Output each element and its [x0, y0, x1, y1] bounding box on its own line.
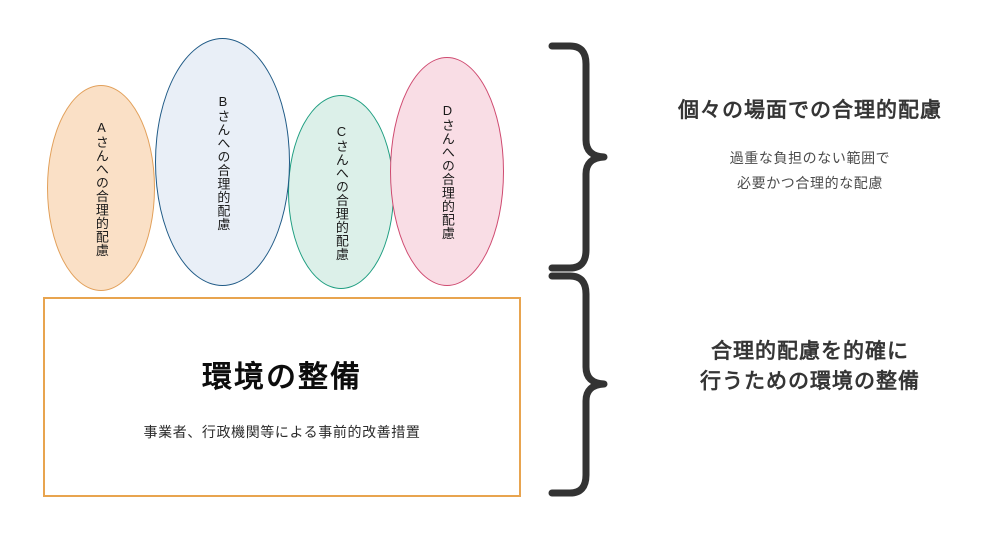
- right-annotation-lower: 合理的配慮を的確に 行うための環境の整備: [620, 337, 1000, 398]
- environment-box-title: 環境の整備: [202, 361, 362, 394]
- right-upper-subtext-line-1: 過重な負担のない範囲で: [729, 150, 891, 167]
- ellipse-label-d: Dさんへの合理的配慮: [439, 103, 455, 240]
- ellipse-label-b: Bさんへの合理的配慮: [215, 93, 231, 231]
- environment-box-subtitle: 事業者、行政機関等による事前的改善措置: [143, 424, 421, 440]
- ellipse-person-b[interactable]: Bさんへの合理的配慮: [155, 38, 290, 286]
- ellipse-person-d[interactable]: Dさんへの合理的配慮: [390, 57, 504, 286]
- right-curly-brace-icon-upper: [548, 42, 608, 272]
- right-annotation-upper: 個々の場面での合理的配慮 過重な負担のない範囲で 必要かつ合理的な配慮: [620, 96, 1000, 195]
- right-upper-heading: 個々の場面での合理的配慮: [678, 99, 942, 122]
- right-lower-heading-line-2: 行うための環境の整備: [700, 370, 920, 394]
- ellipse-person-a[interactable]: Aさんへの合理的配慮: [47, 85, 155, 291]
- right-upper-subtext: 過重な負担のない範囲で 必要かつ合理的な配慮: [620, 146, 1000, 195]
- right-curly-brace-icon-lower: [548, 272, 608, 497]
- environment-box[interactable]: 環境の整備 事業者、行政機関等による事前的改善措置: [43, 297, 521, 497]
- right-upper-subtext-line-2: 必要かつ合理的な配慮: [737, 174, 883, 191]
- right-lower-heading: 合理的配慮を的確に 行うための環境の整備: [620, 337, 1000, 398]
- right-lower-heading-line-1: 合理的配慮を的確に: [711, 340, 909, 363]
- ellipse-person-c[interactable]: Cさんへの合理的配慮: [288, 95, 394, 289]
- ellipse-label-a: Aさんへの合理的配慮: [93, 119, 109, 257]
- ellipse-label-c: Cさんへの合理的配慮: [333, 123, 349, 261]
